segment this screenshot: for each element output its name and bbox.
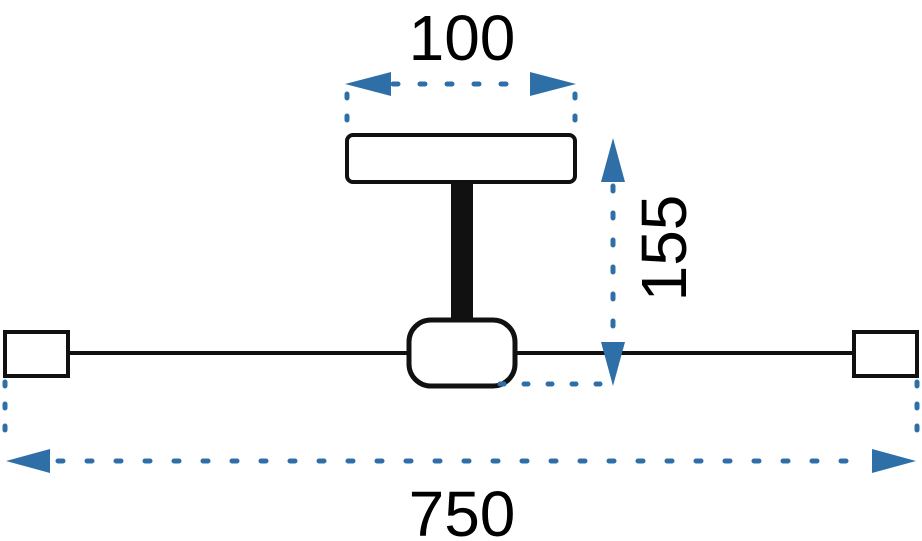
drop-height-bottom-arrow: [601, 342, 625, 386]
drop-height-top-arrow: [601, 138, 625, 182]
drop-rod: [451, 184, 473, 320]
total-width-dimension: 750: [2, 379, 920, 541]
total-width-right-arrow: [872, 449, 916, 473]
canopy-width-right-arrow: [530, 72, 576, 96]
lamp-outline: [3, 133, 919, 389]
central-hub: [406, 317, 518, 389]
left-lamp-head: [3, 330, 70, 378]
total-width-left-arrow: [6, 449, 50, 473]
canopy-width-dimension: 100: [344, 2, 578, 137]
canopy-width-left-arrow: [345, 72, 391, 96]
ceiling-canopy: [345, 133, 577, 184]
canopy-width-label: 100: [409, 2, 516, 74]
right-lamp-head: [852, 330, 919, 378]
drop-height-dimension: 155: [497, 138, 700, 387]
total-width-label: 750: [409, 478, 516, 541]
drop-height-label: 155: [628, 195, 700, 302]
